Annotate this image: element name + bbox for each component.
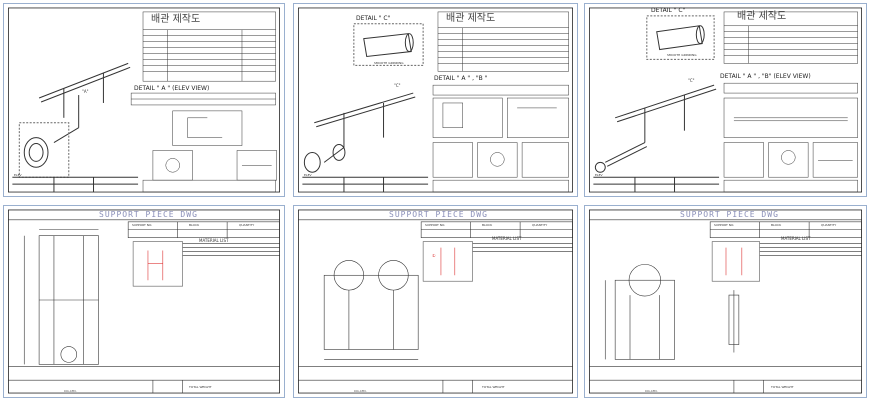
callout-label: "C": [394, 83, 401, 88]
material-list-title: MATERIAL LIST: [492, 236, 522, 241]
detail-c-label: DETAIL " C": [651, 7, 686, 14]
support-title: SUPPORT PIECE DWG: [99, 210, 198, 219]
total-weight-label: TOTAL WEIGHT: [482, 385, 505, 389]
callout-label: "C": [688, 78, 695, 83]
quantity-label: QUANTITY: [821, 223, 837, 227]
detail-heading: DETAIL " A " , "B" (ELEV VIEW): [720, 73, 811, 80]
drawing-title: 배관 제작도: [737, 11, 787, 22]
elev-label: ELEV: [595, 173, 603, 177]
support-panel-1: SUPPORT PIECE DWG SUPPORT NO. BLOCK QUAN…: [3, 205, 285, 398]
support-title: SUPPORT PIECE DWG: [680, 210, 779, 219]
support-panel-3-graphics: [589, 209, 862, 394]
elev-label: ELEV: [304, 173, 312, 177]
drawing-title: 배관 제작도: [151, 14, 201, 25]
material-list-title: MATERIAL LIST: [781, 236, 811, 241]
detail-heading: DETAIL " A " (ELEV VIEW): [134, 85, 210, 92]
quantity-label: QUANTITY: [239, 223, 255, 227]
material-list-title: MATERIAL LIST: [199, 238, 229, 243]
company-label: CO.,LTD.: [645, 389, 658, 393]
support-no-label: SUPPORT NO.: [714, 223, 735, 227]
drawing-panel-1-graphics: [8, 7, 280, 193]
block-label: BLOCK: [482, 223, 493, 227]
support-panel-2-graphics: [298, 209, 573, 394]
drawing-panel-2: 배관 제작도 DETAIL " C" SMOOTH GRINDING DETAI…: [293, 3, 578, 197]
detail-heading: DETAIL " A " , "B ": [434, 75, 488, 82]
grinding-note: SMOOTH GRINDING: [374, 61, 404, 65]
quantity-label: QUANTITY: [532, 223, 548, 227]
elev-label: ELEV: [14, 173, 22, 177]
total-weight-label: TOTAL WEIGHT: [771, 385, 794, 389]
drawing-panel-3: 배관 제작도 DETAIL " C" SMOOTH GRINDING DETAI…: [584, 3, 867, 197]
support-panel-3: SUPPORT PIECE DWG SUPPORT NO. BLOCK QUAN…: [584, 205, 867, 398]
part-marker: ①: [432, 253, 436, 258]
drawing-panel-2-graphics: [298, 7, 573, 193]
drawing-panel-3-graphics: [589, 7, 862, 193]
support-panel-1-graphics: [8, 209, 280, 394]
drawing-title: 배관 제작도: [446, 13, 496, 24]
support-no-label: SUPPORT NO.: [425, 223, 446, 227]
grinding-note: SMOOTH GRINDING: [667, 53, 697, 57]
company-label: CO.,LTD.: [354, 389, 367, 393]
detail-c-label: DETAIL " C": [356, 15, 391, 22]
block-label: BLOCK: [771, 223, 782, 227]
support-title: SUPPORT PIECE DWG: [389, 210, 488, 219]
callout-label: "A": [82, 89, 89, 94]
drawing-panel-1: 배관 제작도 DETAIL " A " (ELEV VIEW) "A" ELEV: [3, 3, 285, 197]
total-weight-label: TOTAL WEIGHT: [189, 385, 212, 389]
support-panel-2: SUPPORT PIECE DWG SUPPORT NO. BLOCK QUAN…: [293, 205, 578, 398]
support-no-label: SUPPORT NO.: [132, 223, 153, 227]
company-label: CO.,LTD.: [64, 389, 77, 393]
block-label: BLOCK: [189, 223, 200, 227]
